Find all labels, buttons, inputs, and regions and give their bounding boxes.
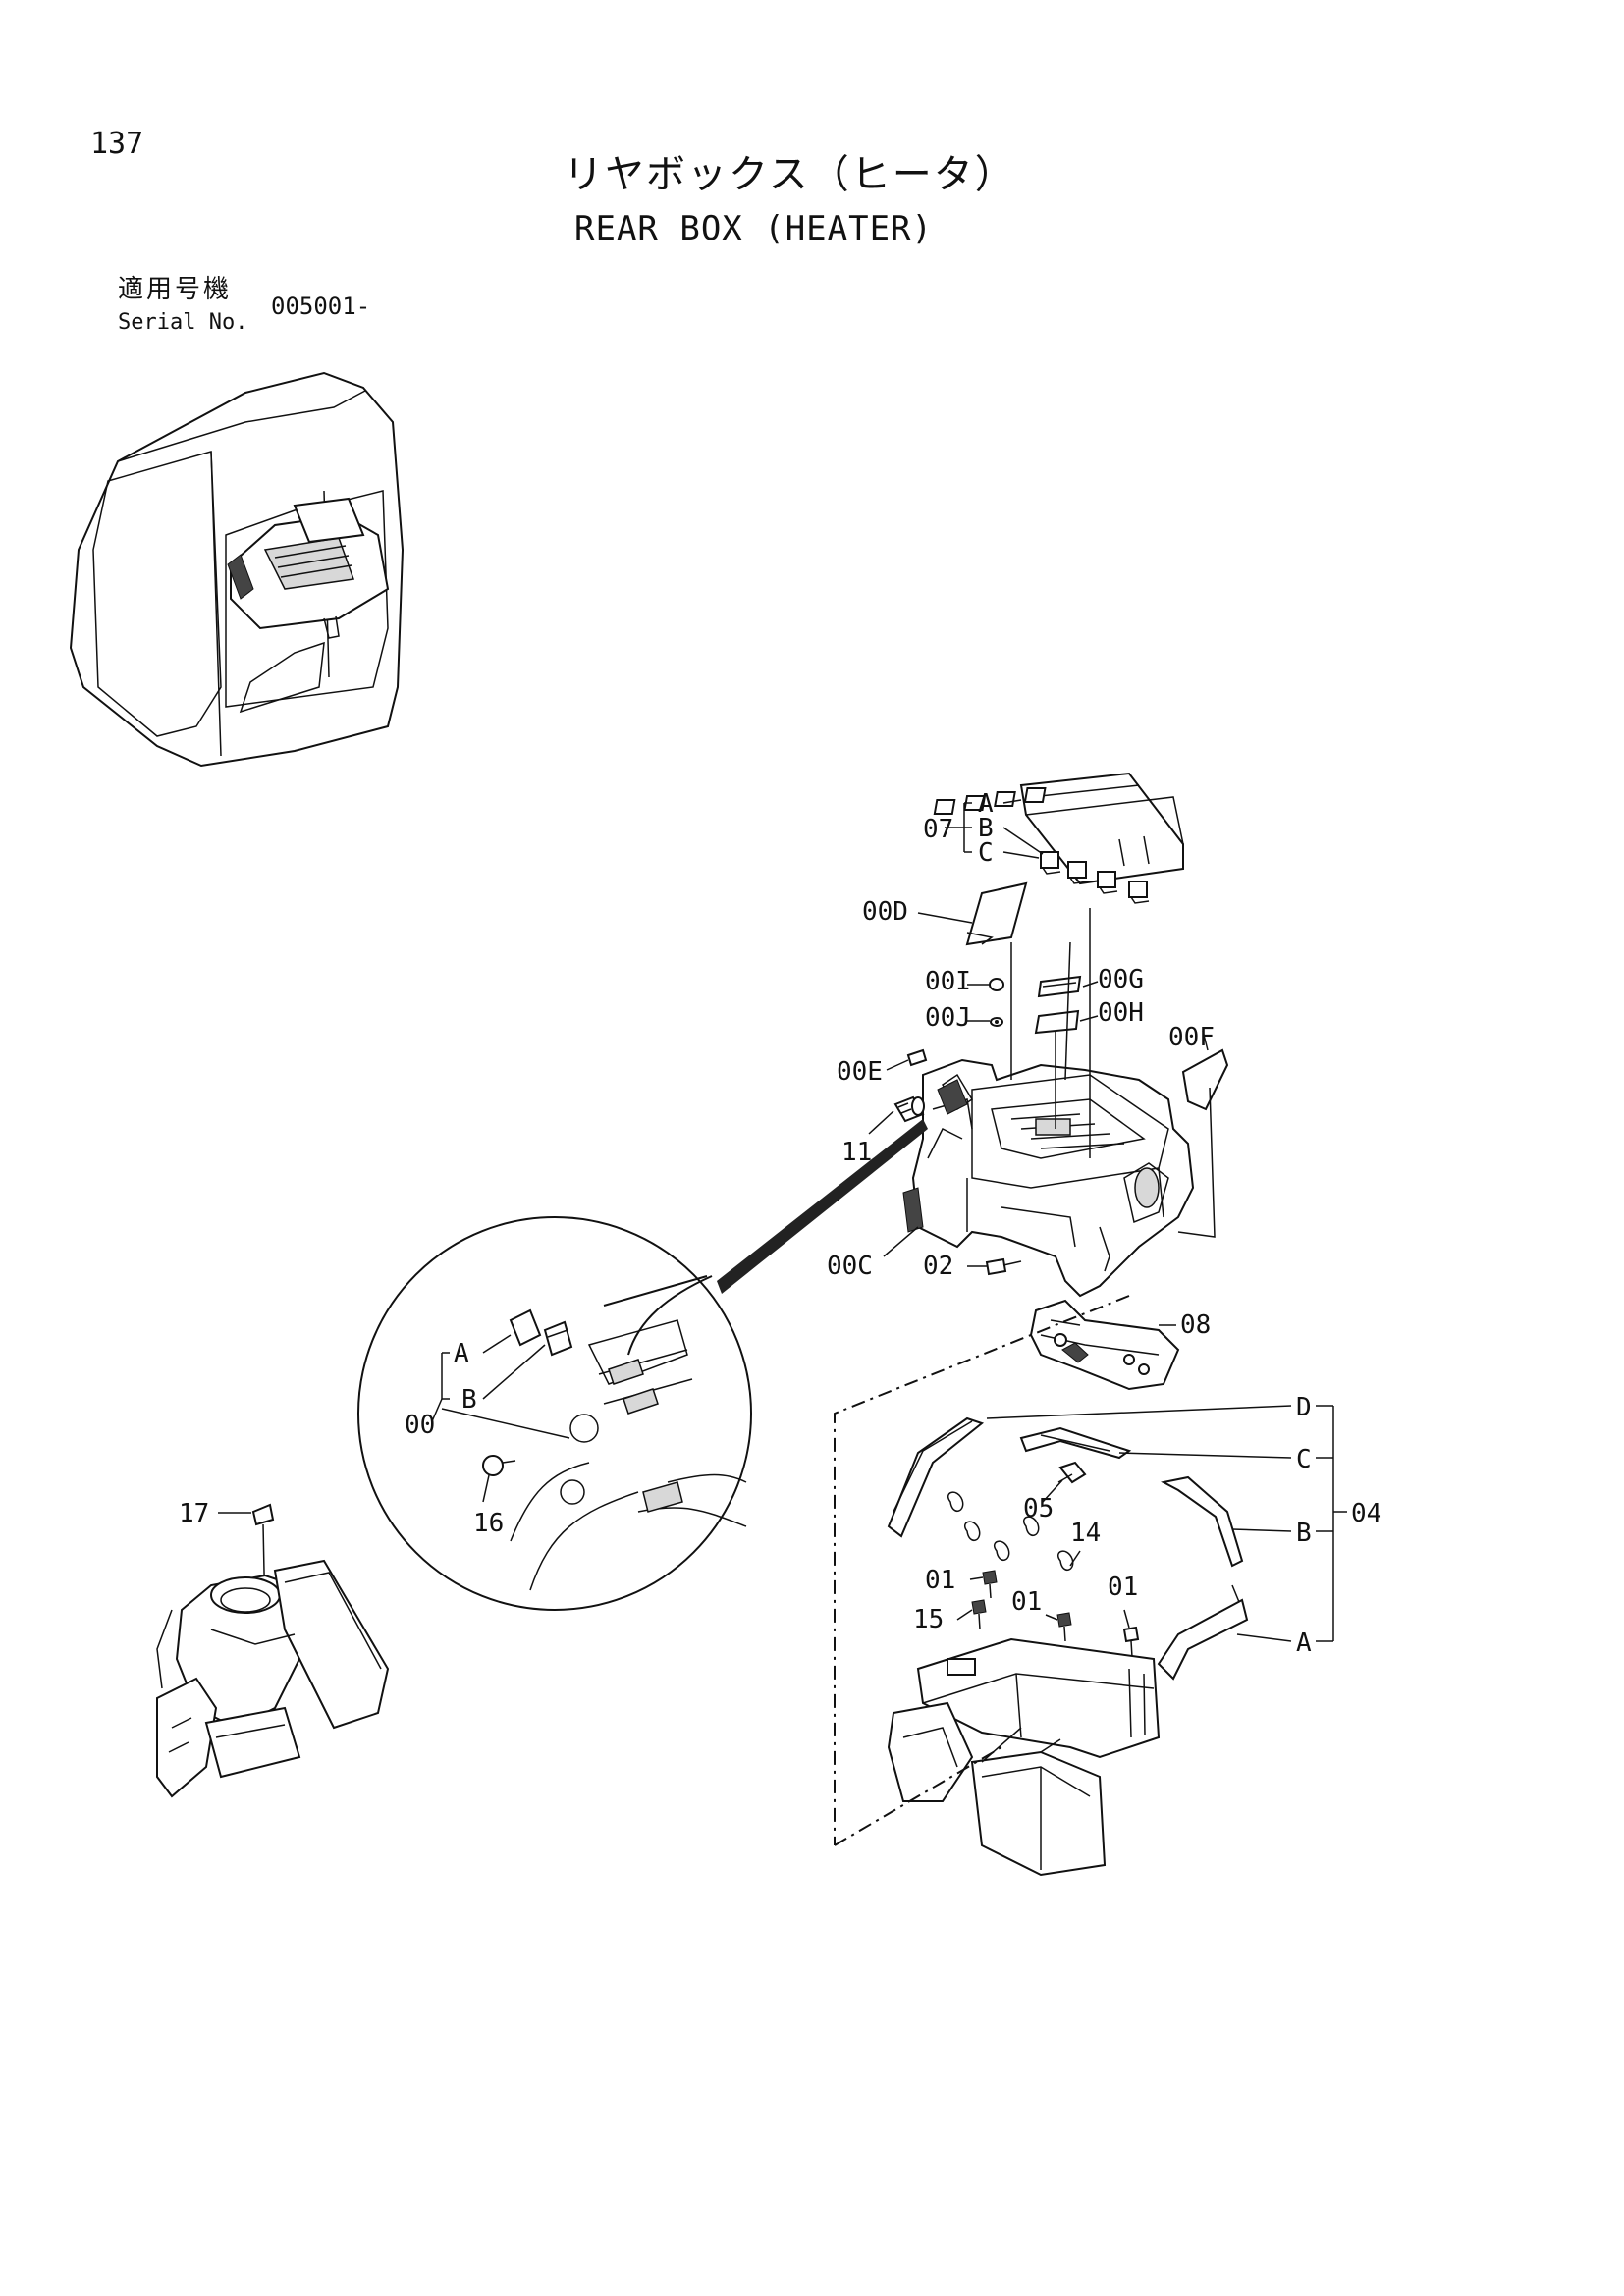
bolts-01-15 [971,1570,1140,1658]
callout-00-B: B [461,1385,477,1415]
callout-07: 07 [923,815,953,844]
callout-04-D: D [1296,1393,1312,1422]
callout-00J: 00J [925,1003,971,1033]
cover-set-04 [887,1416,1249,1681]
clips-05-14 [947,1461,1087,1571]
serial-label-japanese: 適用号機 [118,275,233,304]
callout-07-C: C [978,838,994,868]
callout-01-right: 01 [1108,1573,1138,1602]
operation-panel-07 [933,772,1184,904]
plug-11 [893,1095,925,1123]
callout-07-B: B [978,814,994,843]
callout-01-left: 01 [925,1566,955,1595]
callout-04-C: C [1296,1445,1312,1474]
callout-00G: 00G [1098,965,1144,994]
callout-00D: 00D [862,897,908,927]
callout-15: 15 [913,1605,944,1634]
cab-overview-illustration [69,371,405,768]
callout-01-middle: 01 [1011,1587,1042,1617]
callout-14: 14 [1070,1519,1101,1548]
serial-label-english: Serial No. [118,310,248,335]
callout-17: 17 [179,1499,209,1528]
serial-number-value: 005001- [271,293,371,320]
callout-04: 04 [1351,1499,1381,1528]
page-number: 137 [90,127,144,161]
bolt-02 [985,1257,1022,1276]
callout-00E: 00E [837,1057,883,1087]
callout-00F: 00F [1168,1023,1215,1052]
callout-00-A: A [454,1339,469,1368]
callout-00I: 00I [925,967,971,996]
callout-00: 00 [405,1411,435,1440]
heater-unit [156,1503,390,1798]
callout-05: 05 [1023,1494,1054,1523]
leader-lines [218,799,1347,1846]
page-title-japanese: リヤボックス（ヒータ） [564,152,1016,197]
base-frame [887,1637,1161,1877]
rear-box-body [902,1058,1195,1298]
detail-circle [357,1119,928,1611]
label-plates [906,881,1229,1111]
callout-16: 16 [473,1509,504,1538]
callout-labels: 07 A B C 00D 00I 00J 00G 00H 00E 00F 11 … [179,789,1381,1658]
callout-07-A: A [978,789,994,819]
bracket-08 [1029,1299,1180,1391]
callout-00C: 00C [827,1252,873,1281]
callout-04-B: B [1296,1519,1312,1548]
callout-02: 02 [923,1252,953,1281]
callout-04-A: A [1296,1629,1312,1658]
callout-11: 11 [841,1138,872,1167]
page-title-english: REAR BOX (HEATER) [574,209,933,248]
callout-00H: 00H [1098,998,1144,1028]
callout-08: 08 [1180,1310,1211,1340]
